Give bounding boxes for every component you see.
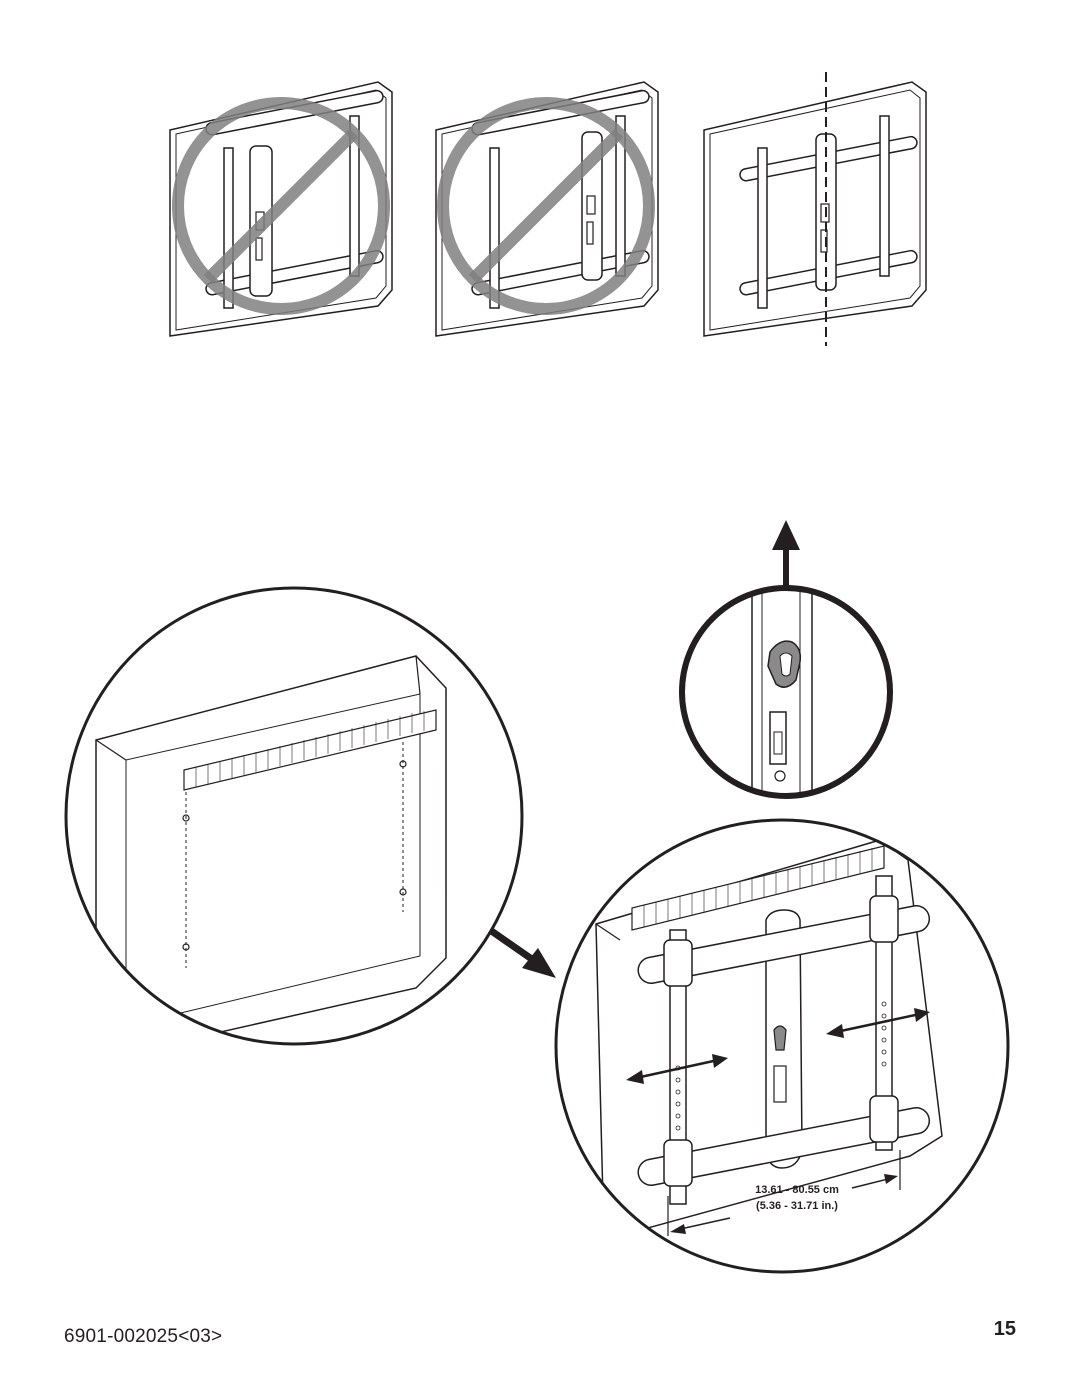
page-number: 15 bbox=[993, 1318, 1016, 1340]
no-symbol-icon bbox=[172, 97, 390, 315]
no-symbol-icon bbox=[437, 97, 655, 315]
diagonal-arrow-icon bbox=[488, 927, 556, 978]
up-arrow-icon bbox=[772, 520, 800, 592]
tv-back-detail-circle bbox=[64, 586, 524, 1046]
panel-correct-right bbox=[703, 72, 927, 346]
bracket-spacing-detail-circle bbox=[554, 818, 1010, 1274]
dimension-imperial-label: (5.36 - 31.71 in.) bbox=[756, 1200, 838, 1212]
latch-detail-circle bbox=[679, 585, 893, 799]
dimension-metric-label: 13.61 - 80.55 cm bbox=[755, 1184, 839, 1196]
document-code: 6901-002025<03> bbox=[64, 1326, 223, 1347]
